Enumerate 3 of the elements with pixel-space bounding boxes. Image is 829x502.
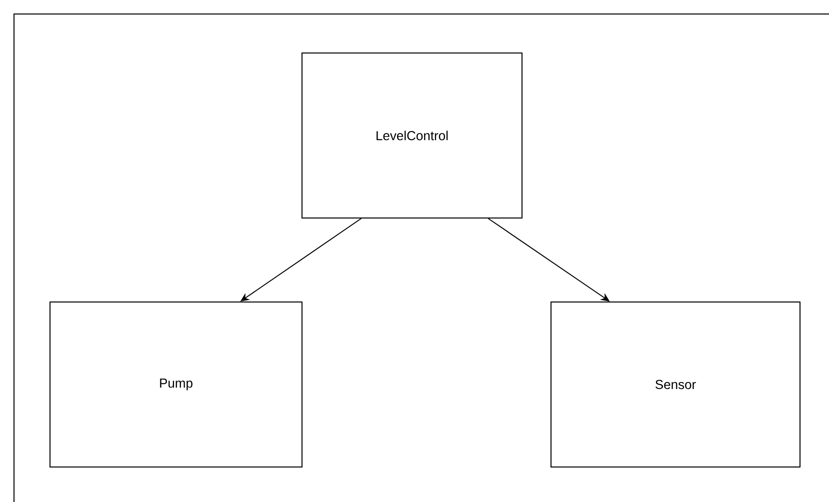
process-box: Pump — [50, 301, 302, 468]
process-box: Sensor — [550, 301, 800, 468]
process-box: LevelControl — [302, 52, 522, 218]
